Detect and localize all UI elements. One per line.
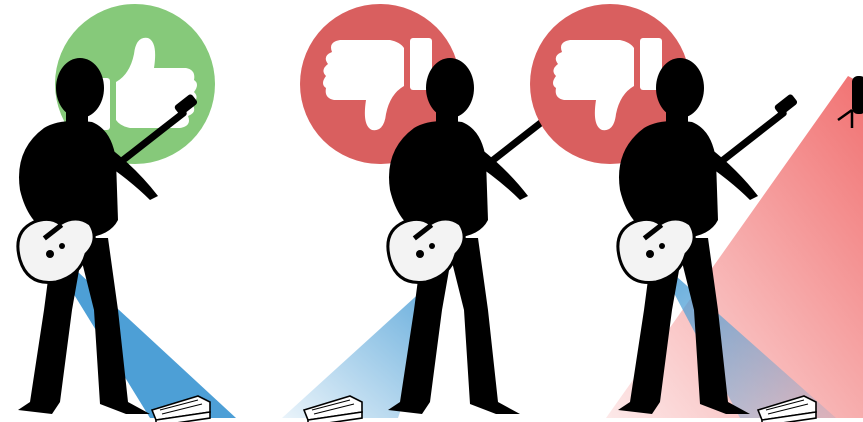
panel-approve — [18, 4, 236, 422]
panel-reject-1 — [282, 4, 568, 422]
blue-light-beam — [62, 272, 236, 418]
panel-reject-2 — [530, 4, 863, 422]
